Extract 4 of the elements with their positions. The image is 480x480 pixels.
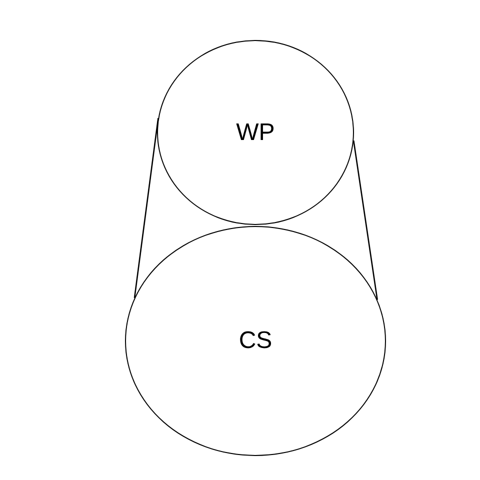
pulley-label: CS (238, 327, 272, 355)
belt-line (352, 140, 378, 300)
pulley-label: WP (236, 118, 275, 146)
belt-line (134, 118, 159, 298)
